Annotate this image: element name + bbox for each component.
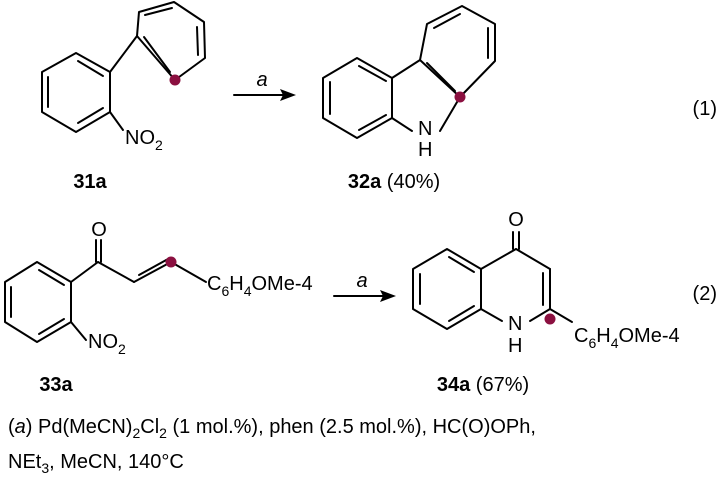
carbonyl-vinyl-bond <box>97 261 135 283</box>
catalyst-cl: Cl <box>140 416 160 438</box>
vinyl-aryl-bond <box>170 261 207 283</box>
conditions-line1: (1 mol.%), phen (2.5 mol.%), HC(O)OPh, <box>166 416 536 438</box>
ring-bond-n-c2 <box>529 308 551 322</box>
compound-label-33a: 33a <box>39 374 73 396</box>
carbazole-cc-bond <box>391 59 421 79</box>
product-34a-structure: O N H C6H4OMe-4 <box>412 209 680 357</box>
nh-nitrogen: N <box>508 313 522 335</box>
carbonyl-oxygen: O <box>91 219 107 241</box>
carbonyl-oxygen: O <box>508 209 524 231</box>
reaction-scheme: NO2 31a a N H 32a (40%) (1) <box>4 1 717 396</box>
phenyl-ring <box>136 1 206 81</box>
equation-number-2: (2) <box>693 283 717 305</box>
ring-bond-c4-c3 <box>515 248 551 270</box>
reaction-arrow-1: a <box>233 69 296 101</box>
nh-nitrogen: N <box>418 118 432 140</box>
arrow-label-a: a <box>356 270 367 292</box>
benzo-ring <box>412 248 482 330</box>
aryl-carbonyl-bond <box>70 261 99 283</box>
reaction-site-marker <box>169 74 181 86</box>
conditions-footnote: (a) Pd(MeCN)2Cl2 (1 mol.%), phen (2.5 mo… <box>8 416 536 476</box>
aryl-substituent: C6H4OMe-4 <box>574 325 680 351</box>
reactant-33a-structure: O C6H4OMe-4 NO2 <box>4 219 313 357</box>
ring-bond-c4a-c4 <box>480 248 517 270</box>
nh-hydrogen: H <box>418 139 432 161</box>
vinyl-double-bond <box>133 261 172 283</box>
reaction-arrow-2: a <box>333 270 396 302</box>
base-text: NEt <box>8 451 42 473</box>
base-subscript: 3 <box>41 460 50 476</box>
compound-label-32a: 32a (40%) <box>348 171 440 193</box>
reaction-site-marker <box>544 313 556 325</box>
nitro-group: NO2 <box>125 127 163 153</box>
nitro-bond <box>109 111 124 131</box>
carbazole-cn-bond <box>391 117 413 132</box>
carbazole-left-ring <box>322 57 393 139</box>
ring-bond-c8a-n <box>480 308 503 322</box>
biaryl-bond <box>109 35 138 73</box>
carbazole-nc-bond <box>439 96 461 132</box>
nitrophenyl-ring <box>41 52 111 133</box>
compound-label-31a: 31a <box>73 171 107 193</box>
equation-number-1: (1) <box>693 98 717 120</box>
nitro-bond <box>70 321 87 341</box>
carbazole-right-ring <box>419 5 496 98</box>
c2-aryl-bond <box>549 308 573 323</box>
catalyst-text: Pd(MeCN) <box>38 416 133 438</box>
nitro-group: NO2 <box>88 331 126 357</box>
aryl-substituent: C6H4OMe-4 <box>207 273 313 299</box>
reactant-31a-structure: NO2 <box>41 1 206 153</box>
catalyst-cl-subscript: 2 <box>159 425 167 441</box>
reaction-site-marker <box>165 256 177 268</box>
compound-label-34a: 34a (67%) <box>437 374 529 396</box>
arrow-label-a: a <box>256 69 267 91</box>
footnote-key: a <box>14 416 26 438</box>
nitrophenyl-ring <box>4 261 72 343</box>
conditions-line2: , MeCN, 140°C <box>49 451 184 473</box>
product-32a-structure: N H <box>322 5 496 161</box>
nh-hydrogen: H <box>508 335 522 357</box>
reaction-site-marker <box>454 91 466 103</box>
catalyst-subscript: 2 <box>132 425 141 441</box>
